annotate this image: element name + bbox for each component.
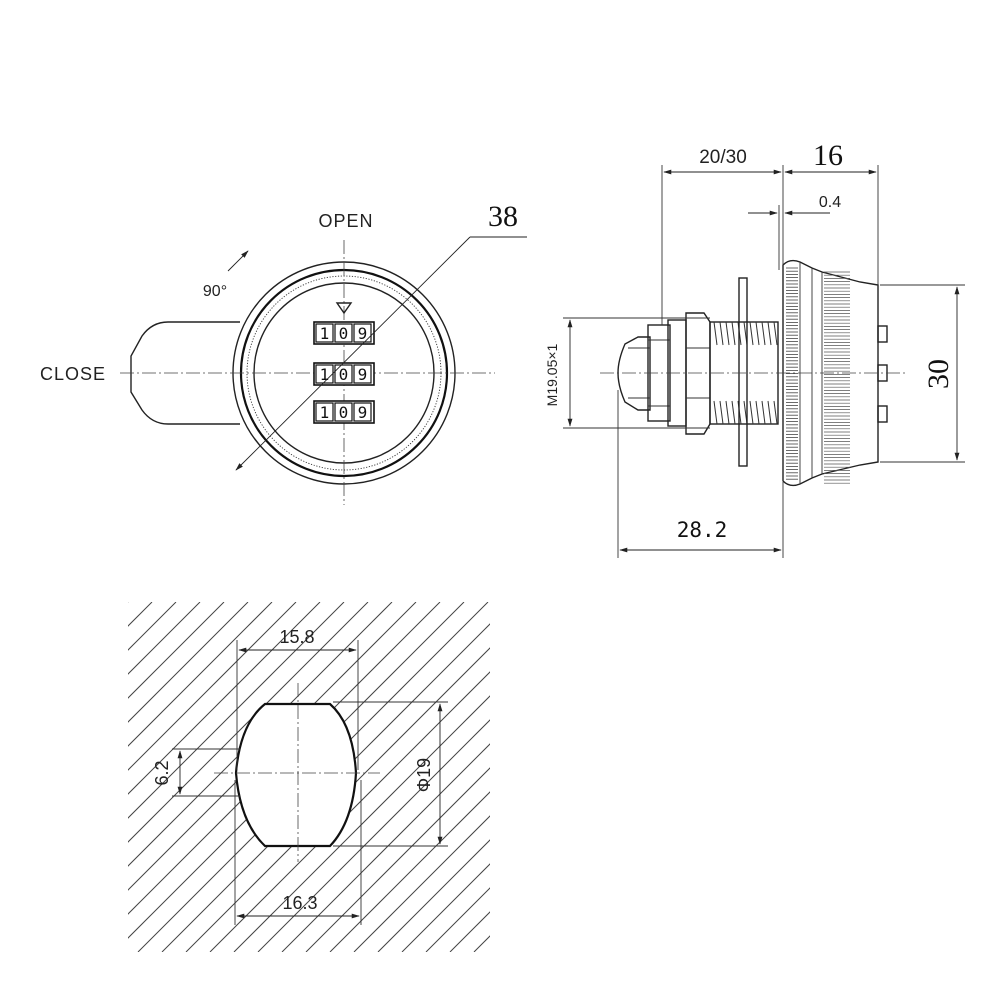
dial-digit-cell <box>353 364 372 384</box>
dial-digit: 0 <box>339 403 349 422</box>
side-head-button-3 <box>877 405 888 423</box>
side-thread-marks <box>713 321 778 425</box>
dim-height: 30 <box>922 359 955 389</box>
dial-digit-cell <box>353 402 372 422</box>
dial-digit: 1 <box>320 365 330 384</box>
dim-head-length: 16 <box>813 139 843 172</box>
side-knob <box>617 336 651 411</box>
cutout-shape <box>234 702 358 848</box>
dial-digit: 1 <box>320 403 330 422</box>
cutout-view: 15.8 16.3 Φ19 6.2 <box>128 602 490 952</box>
dial-digit-cell <box>315 402 334 422</box>
side-nut-3 <box>685 312 711 435</box>
dial-digit-cell <box>353 323 372 343</box>
dial-digit-cell <box>315 323 334 343</box>
dim-bottom-width: 16.3 <box>282 893 317 913</box>
cutout-hatching <box>128 602 490 952</box>
side-washer-plate <box>738 277 748 467</box>
side-head-knurl <box>786 267 850 484</box>
dial-digit-cell <box>334 364 353 384</box>
open-indicator-icon <box>335 302 353 315</box>
cam-lever <box>130 321 240 425</box>
label-open: OPEN <box>318 211 373 231</box>
dial-digit: 9 <box>358 403 368 422</box>
dim-dial-diameter: 38 <box>488 200 518 233</box>
dial-digit: 1 <box>320 324 330 343</box>
dim-gap: 0.4 <box>819 194 841 211</box>
dial-digit: 9 <box>358 365 368 384</box>
dial-digit-cell <box>334 323 353 343</box>
dial-digit: 0 <box>339 324 349 343</box>
label-close: CLOSE <box>40 364 106 384</box>
dim-flat: 6.2 <box>152 760 172 785</box>
side-head <box>782 259 879 487</box>
dim-top-width: 15.8 <box>279 627 314 647</box>
rotation-arrow <box>227 250 249 272</box>
dim-cutout-diameter: Φ19 <box>414 758 434 792</box>
dial-digit-cell <box>334 402 353 422</box>
side-head-button-1 <box>877 325 888 343</box>
dial-digit: 0 <box>339 365 349 384</box>
diameter-leader-line <box>235 236 471 471</box>
dim-body-length: 20/30 <box>699 147 747 168</box>
side-view: 20/30 16 0.4 30 M19.05×1 28.2 <box>544 139 965 558</box>
dim-total-length: 28.2 <box>677 518 728 542</box>
dial-digit: 9 <box>358 324 368 343</box>
label-angle: 90° <box>203 283 227 300</box>
dim-thread: M19.05×1 <box>544 343 560 406</box>
